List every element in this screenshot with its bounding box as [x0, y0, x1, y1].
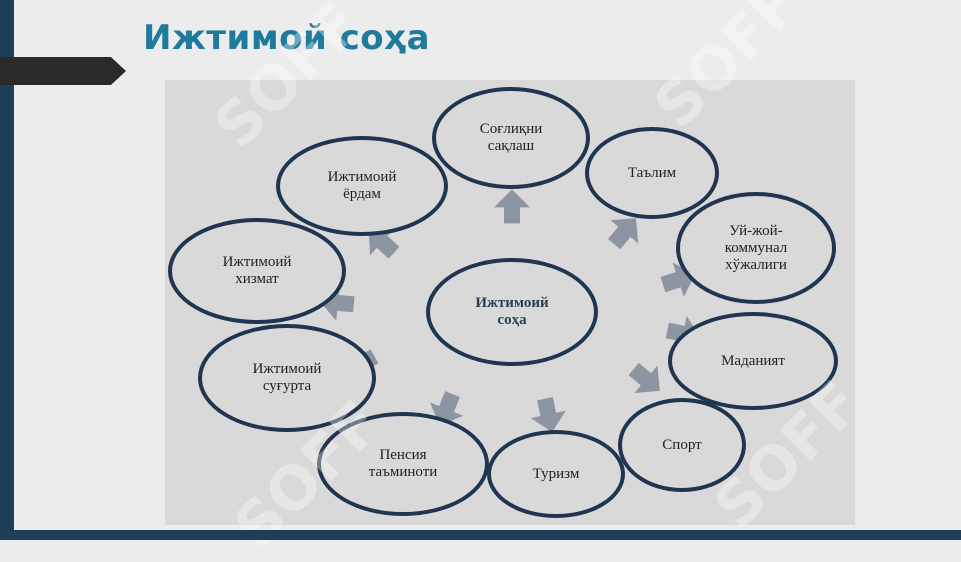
node-culture: Маданият	[668, 312, 838, 410]
center-node-label: Ижтимоий соҳа	[475, 295, 549, 328]
node-education: Таълим	[585, 127, 719, 219]
node-tourism: Туризм	[487, 430, 625, 518]
node-assistance: Ижтимоий ёрдам	[276, 136, 448, 236]
arrow-10	[368, 228, 400, 259]
node-label: Маданият	[721, 352, 785, 369]
node-health: Соғлиқни сақлаш	[432, 87, 590, 189]
arrow-6	[530, 397, 566, 432]
arrow-2	[607, 218, 639, 250]
page-title: Ижтимой соҳа	[143, 18, 431, 58]
node-housing: Уй-жой- коммунал хўжалиги	[676, 192, 836, 304]
arrow-5	[628, 362, 660, 394]
node-sport: Спорт	[618, 398, 746, 492]
node-label: Соғлиқни сақлаш	[479, 121, 543, 154]
node-label: Ижтимоий ёрдам	[327, 169, 397, 202]
node-label: Спорт	[662, 436, 702, 453]
node-label: Уй-жой- коммунал хўжалиги	[724, 222, 788, 273]
center-node: Ижтимоий соҳа	[426, 258, 598, 366]
node-label: Пенсия таъминоти	[368, 447, 438, 480]
node-label: Туризм	[532, 465, 580, 482]
node-pension: Пенсия таъминоти	[317, 412, 489, 516]
left-accent-bar	[0, 0, 14, 540]
node-insurance: Ижтимоий суғурта	[198, 324, 376, 432]
node-label: Таълим	[627, 164, 677, 181]
arrow-1	[494, 189, 530, 224]
node-service: Ижтимоий хизмат	[168, 218, 346, 324]
title-tab-marker	[0, 57, 126, 85]
node-label: Ижтимоий хизмат	[222, 254, 292, 287]
node-label: Ижтимоий суғурта	[252, 361, 322, 394]
bottom-bar	[0, 530, 961, 540]
arrow-9	[319, 284, 355, 321]
